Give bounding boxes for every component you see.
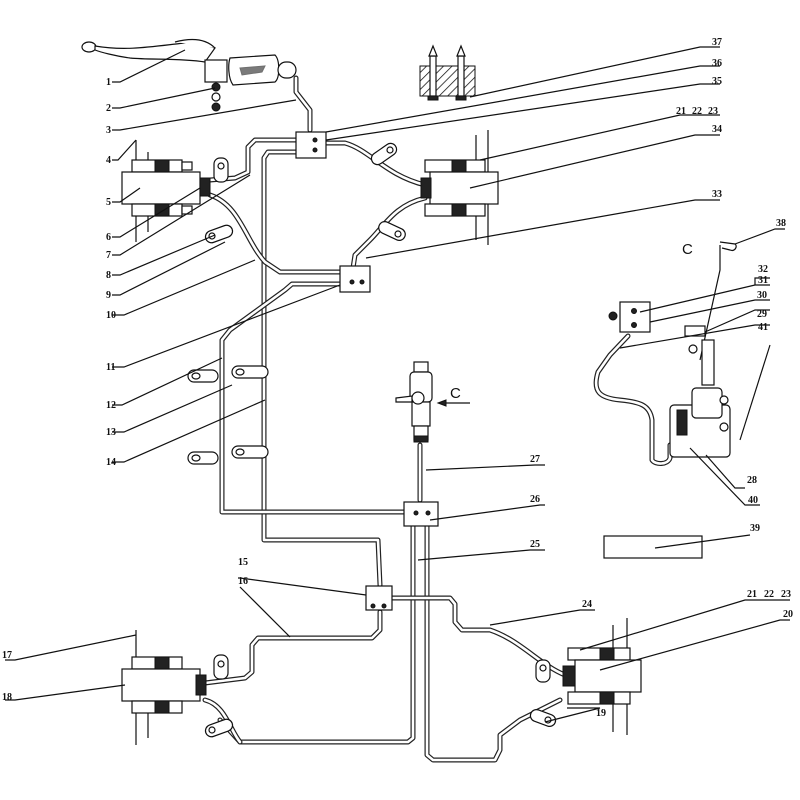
pipe-upper-to-lower-junction <box>261 149 383 588</box>
pipe-junction-26-left-down <box>217 522 416 745</box>
pipe-master-to-junction <box>293 75 313 133</box>
callout-38: 38 <box>776 218 786 229</box>
junction-block-upper <box>295 131 327 159</box>
pipe-clips <box>187 142 557 738</box>
callout-23-rear: 23 <box>781 589 791 600</box>
view-arrow-c <box>436 399 470 407</box>
view-arrow-label: C <box>450 385 461 402</box>
callout-32: 32 <box>758 264 768 275</box>
callout-5: 5 <box>106 197 111 208</box>
part-39-plate <box>603 535 703 559</box>
callout-7: 7 <box>106 250 111 261</box>
clip <box>204 718 234 738</box>
callout-23-front: 23 <box>708 106 718 117</box>
callout-37: 37 <box>712 37 722 48</box>
callout-30: 30 <box>757 290 767 301</box>
clip <box>535 659 551 683</box>
callout-9: 9 <box>106 290 111 301</box>
callout-35: 35 <box>712 76 722 87</box>
view-c-label: C <box>682 241 693 258</box>
callout-20: 20 <box>783 609 793 620</box>
clip <box>213 654 229 680</box>
clip <box>370 142 398 166</box>
junction-block-33 <box>339 265 371 293</box>
callout-24: 24 <box>582 599 592 610</box>
clip <box>213 157 229 183</box>
caliper-rear-right <box>562 618 642 735</box>
callout-29: 29 <box>757 309 767 320</box>
callout-19: 19 <box>596 708 606 719</box>
caliper-rear-left <box>121 630 207 745</box>
leader-lines <box>5 46 790 723</box>
callout-41: 41 <box>758 322 768 333</box>
callout-10: 10 <box>106 310 116 321</box>
callout-8: 8 <box>106 270 111 281</box>
callout-6: 6 <box>106 232 111 243</box>
callout-36: 36 <box>712 58 722 69</box>
clip <box>378 221 406 241</box>
callout-22-front: 22 <box>692 106 702 117</box>
caliper-front-left <box>121 140 211 242</box>
callout-4: 4 <box>106 155 111 166</box>
brake-lines <box>202 75 568 763</box>
callout-27: 27 <box>530 454 540 465</box>
callout-40: 40 <box>748 495 758 506</box>
brake-lever-master-cylinder <box>81 38 297 112</box>
clip <box>187 445 269 465</box>
callout-31: 31 <box>758 275 768 286</box>
callout-17: 17 <box>2 650 12 661</box>
caliper-front-right <box>420 130 499 245</box>
callout-16: 16 <box>238 576 248 587</box>
callout-14: 14 <box>106 457 116 468</box>
junction-block-26 <box>403 501 439 527</box>
callout-12: 12 <box>106 400 116 411</box>
bolt-section-inset <box>419 44 476 101</box>
callout-34: 34 <box>712 124 722 135</box>
junction-block-15 <box>365 585 393 611</box>
reservoir-assembly <box>593 241 737 466</box>
callout-18: 18 <box>2 692 12 703</box>
pipe-junction-26-right-down <box>424 522 563 763</box>
callout-2: 2 <box>106 103 111 114</box>
callout-15: 15 <box>238 557 248 568</box>
callout-13: 13 <box>106 427 116 438</box>
callout-1: 1 <box>106 77 111 88</box>
callout-labels: 1 2 3 4 5 6 7 8 9 10 11 12 13 14 15 16 1… <box>2 37 793 719</box>
callout-26: 26 <box>530 494 540 505</box>
clip <box>187 365 269 383</box>
callout-21-front: 21 <box>676 106 686 117</box>
clip <box>529 709 557 727</box>
pedal-valve <box>395 361 433 443</box>
callout-28: 28 <box>747 475 757 486</box>
callout-21-rear: 21 <box>747 589 757 600</box>
pipe-junction-15-to-left-caliper <box>202 609 383 686</box>
callout-22-rear: 22 <box>764 589 774 600</box>
callout-3: 3 <box>106 125 111 136</box>
callout-33: 33 <box>712 189 722 200</box>
clip <box>204 224 234 244</box>
pipe-junction-33-to-junction-26 <box>219 281 407 515</box>
callout-11: 11 <box>106 362 115 373</box>
callout-39: 39 <box>750 523 760 534</box>
callout-25: 25 <box>530 539 540 550</box>
